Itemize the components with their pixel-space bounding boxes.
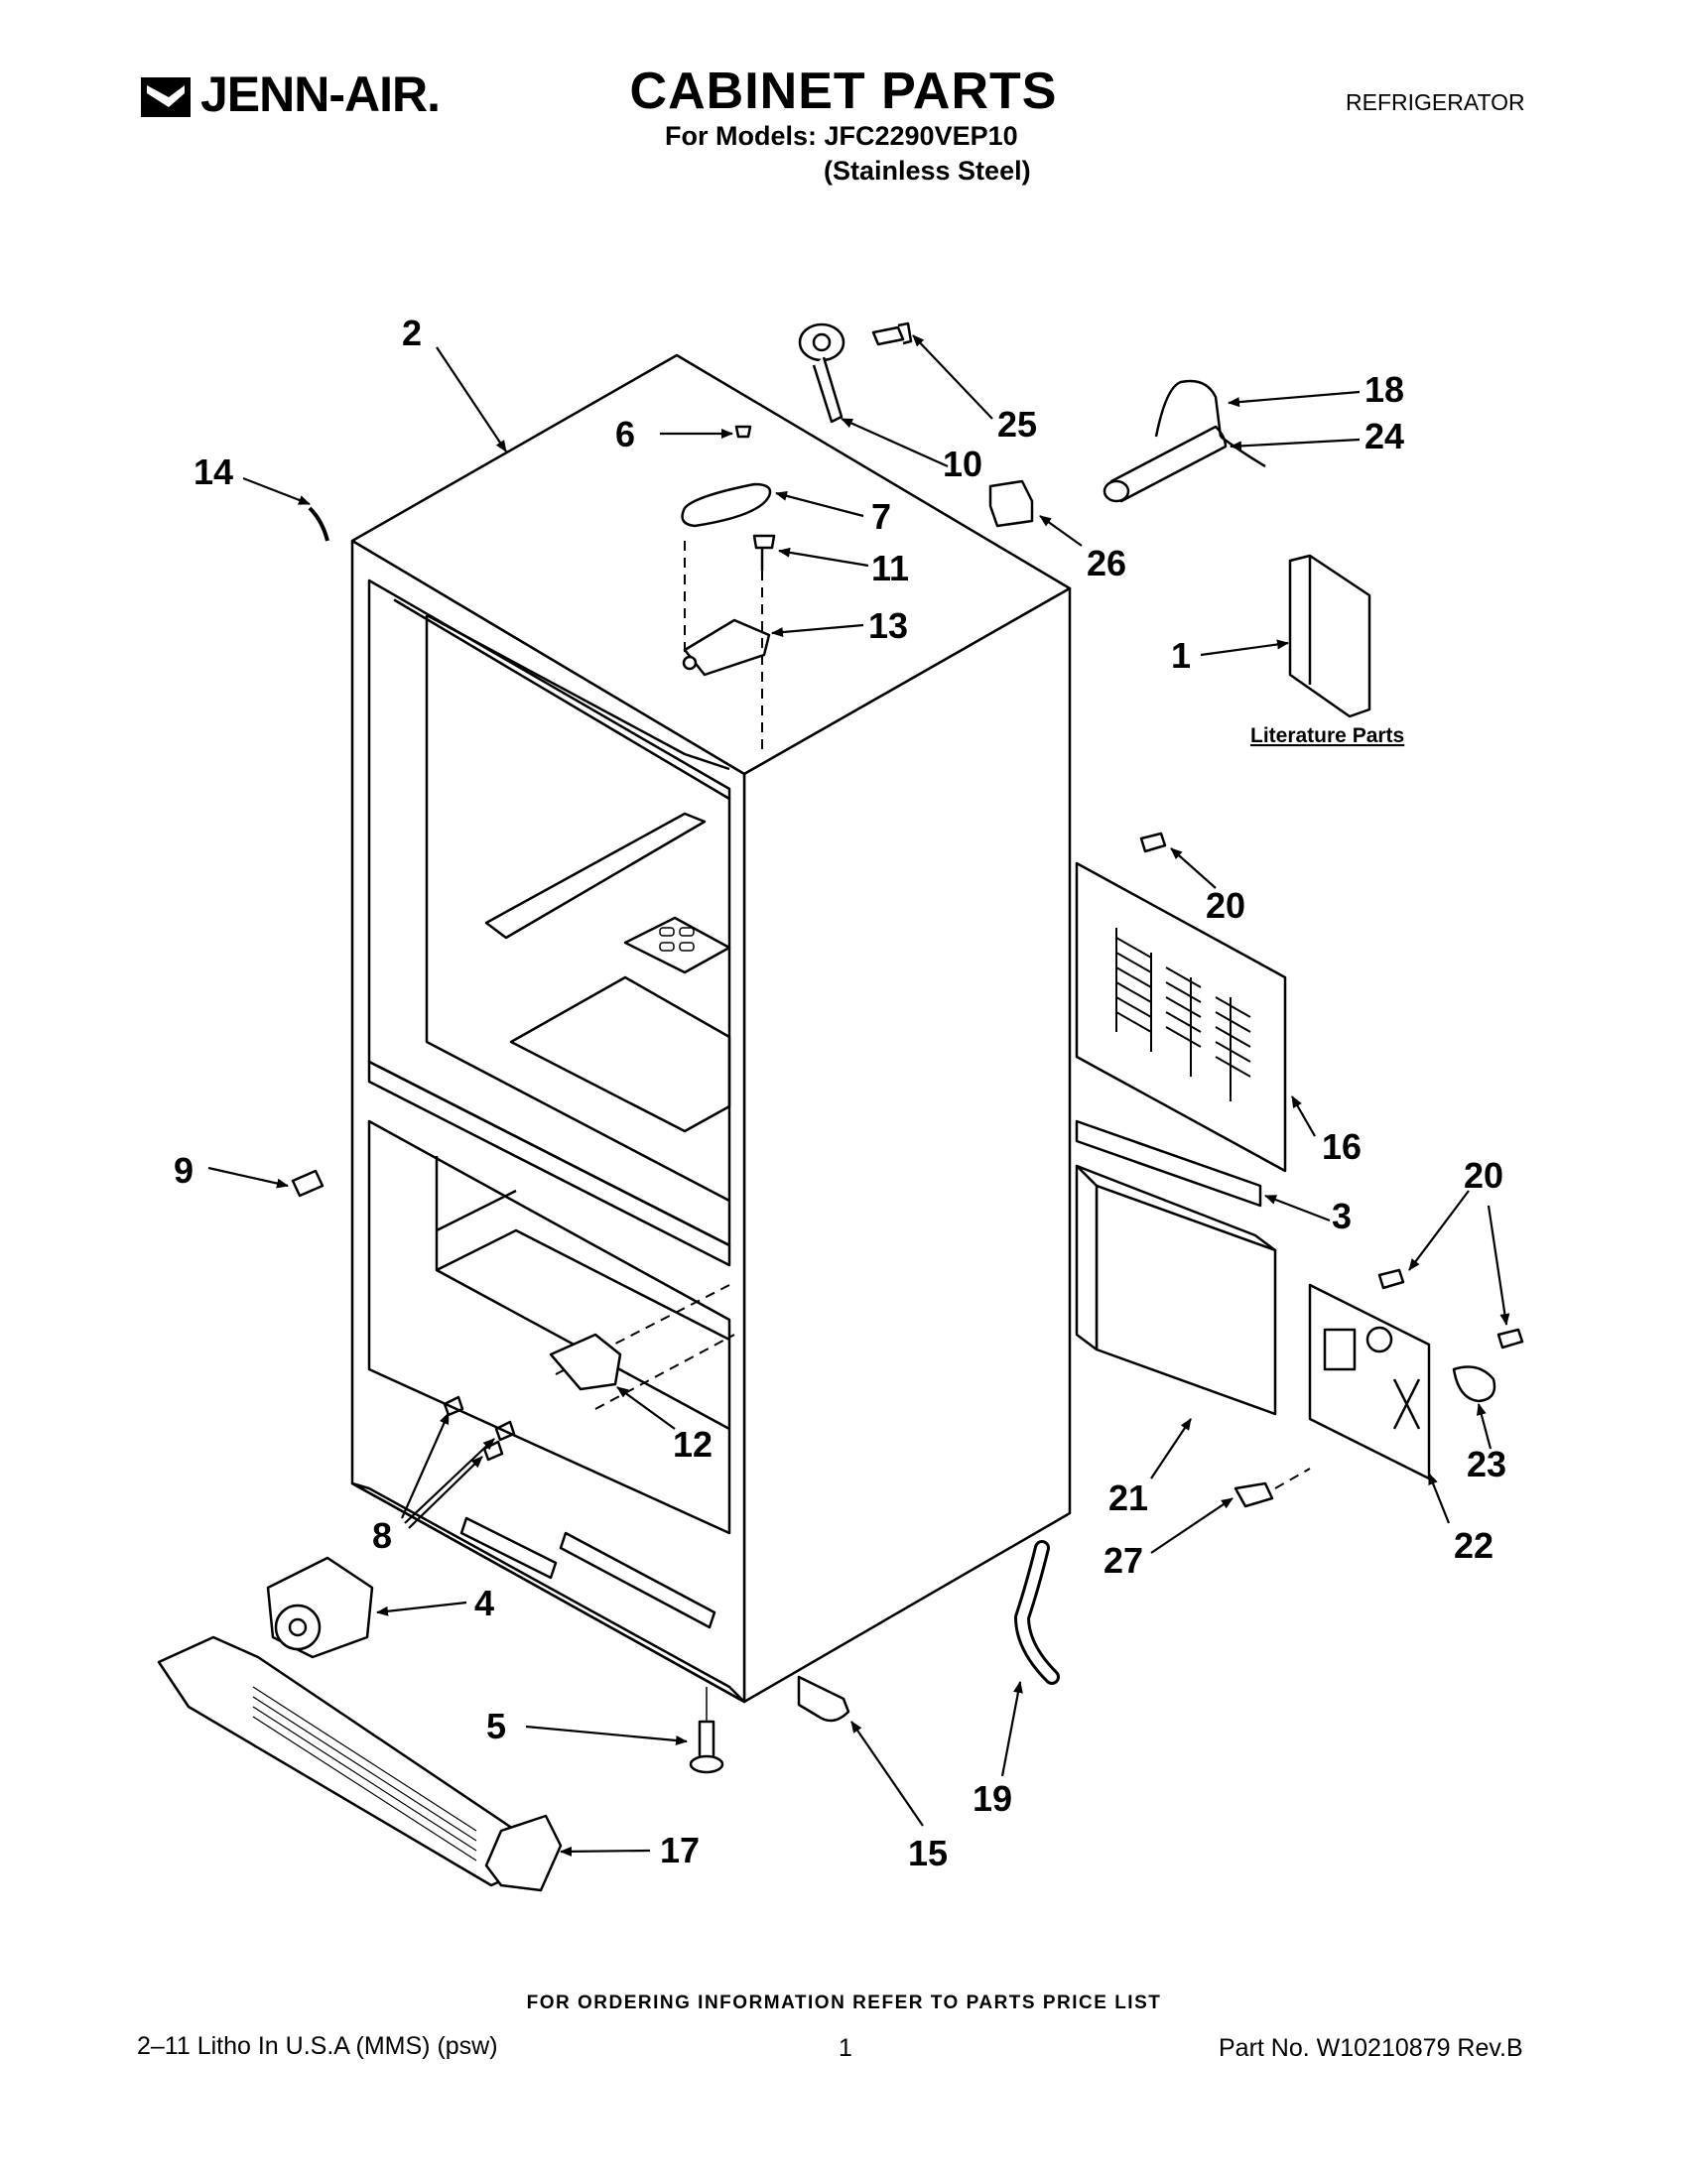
callout-25: 25	[997, 404, 1037, 445]
clamp-screw-part	[1496, 1328, 1524, 1349]
callout-22: 22	[1454, 1525, 1493, 1566]
insulation-panel-part	[1075, 1164, 1277, 1416]
callout-18: 18	[1364, 369, 1404, 410]
callout-10: 10	[943, 444, 982, 484]
callout-9: 9	[174, 1150, 194, 1191]
callout-1: 1	[1171, 635, 1191, 676]
control-screw-part	[1377, 1268, 1405, 1290]
water-tube-assembly	[1103, 379, 1266, 503]
callout-19: 19	[973, 1778, 1012, 1819]
callout-2: 2	[402, 313, 422, 353]
callout-24: 24	[1364, 416, 1404, 456]
bracket-screw-part	[443, 1395, 464, 1417]
literature-parts-label: Literature Parts	[1250, 724, 1404, 747]
category-label: REFRIGERATOR	[1346, 89, 1525, 115]
toe-grille-part	[157, 1635, 563, 1892]
center-bracket-part	[549, 1333, 622, 1391]
callout-8: 8	[372, 1515, 392, 1556]
cabinet-body	[350, 353, 1072, 1704]
callout-13: 13	[868, 605, 908, 646]
callout-3: 3	[1332, 1196, 1352, 1236]
brand-name: JENN-AIR.	[200, 66, 441, 122]
side-screw-part	[291, 1169, 325, 1198]
callout-12: 12	[673, 1424, 713, 1465]
brand-logo: JENN-AIR.	[139, 62, 476, 131]
jenn-air-mark-icon	[141, 77, 191, 117]
callout-17: 17	[660, 1830, 700, 1870]
roller-assembly-part	[266, 1556, 374, 1659]
top-screw-part	[734, 425, 752, 439]
hose-clamp-part	[797, 1675, 850, 1723]
seal-strip-part	[1075, 1119, 1262, 1208]
ordering-info: FOR ORDERING INFORMATION REFER TO PARTS …	[526, 1992, 1162, 2013]
callout-20-control: 20	[1464, 1155, 1503, 1196]
callout-7: 7	[871, 496, 891, 537]
part-number: Part No. W10210879 Rev.B	[1219, 2034, 1523, 2062]
rear-grille-part	[1075, 861, 1287, 1173]
control-box-part	[1308, 1283, 1431, 1480]
models-line: For Models: JFC2290VEP10	[665, 121, 1018, 151]
hinge-cover-part	[681, 482, 772, 528]
callout-15: 15	[908, 1833, 948, 1873]
leveling-leg-part	[689, 1687, 724, 1774]
callout-14: 14	[194, 451, 233, 492]
callout-16: 16	[1322, 1126, 1362, 1167]
callout-26: 26	[1087, 543, 1126, 583]
litho-info: 2–11 Litho In U.S.A (MMS) (psw)	[137, 2032, 498, 2060]
callout-11: 11	[871, 548, 909, 588]
callout-23: 23	[1467, 1444, 1506, 1484]
finish-line: (Stainless Steel)	[824, 156, 1031, 186]
top-hinge-part	[798, 322, 845, 424]
callout-27: 27	[1104, 1540, 1143, 1581]
callout-4: 4	[474, 1583, 494, 1623]
hinge-plate-part	[683, 618, 771, 677]
tube-clip-part	[308, 506, 329, 542]
callout-20-grille: 20	[1206, 885, 1245, 926]
hinge-screw-part	[752, 534, 776, 571]
hinge-bolt-part	[871, 321, 913, 346]
callout-5: 5	[486, 1706, 506, 1746]
page-number: 1	[839, 2034, 852, 2062]
grille-screw-part	[1139, 832, 1167, 853]
page-title: CABINET PARTS	[629, 63, 1058, 120]
tube-bracket-part	[988, 479, 1034, 528]
cable-clamp-part	[1452, 1365, 1496, 1403]
callout-6: 6	[615, 414, 635, 454]
connector-clip-part	[1234, 1481, 1274, 1508]
literature-part	[1288, 554, 1371, 718]
callout-21: 21	[1108, 1477, 1148, 1518]
